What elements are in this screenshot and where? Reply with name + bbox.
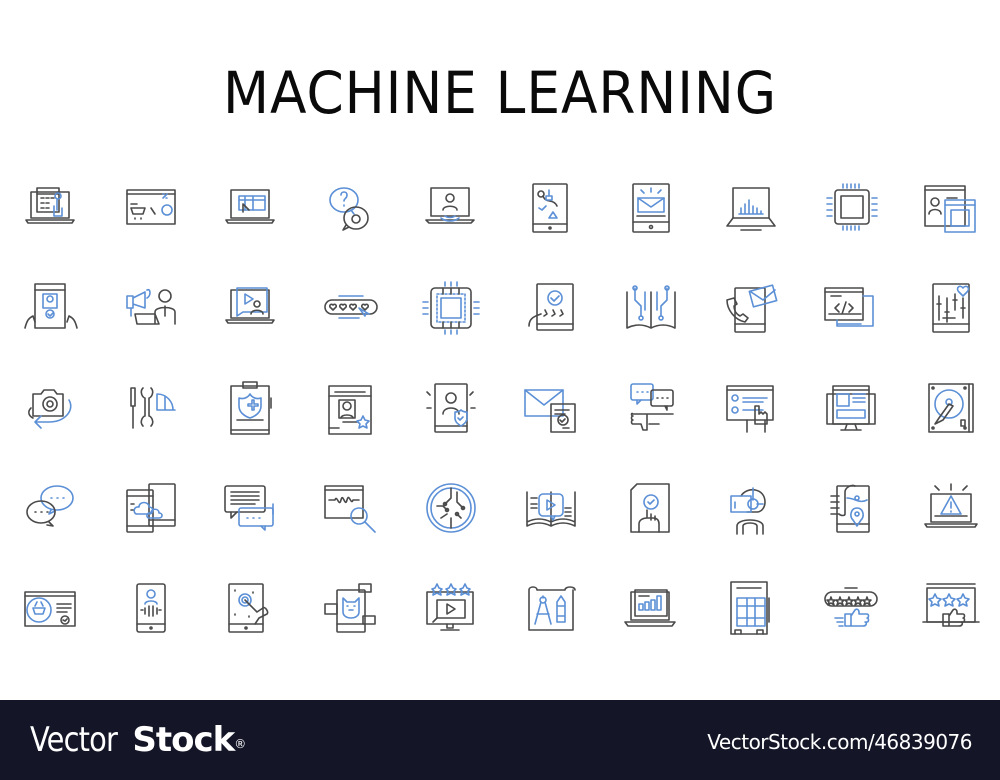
icon-row-2 — [0, 278, 1000, 338]
monitor-webpage-layout-icon — [821, 378, 881, 438]
phones-cloud-sync-icon — [121, 478, 181, 538]
book-video-icon — [521, 478, 581, 538]
profile-card-star-icon — [321, 378, 381, 438]
film-strip-tablet-icon — [721, 578, 781, 638]
tablet-star-rating-check-icon — [521, 278, 581, 338]
presentation-click-icon — [721, 378, 781, 438]
vectorstock-logo: Vector Stock® — [30, 718, 246, 762]
hard-drive-icon — [921, 378, 981, 438]
waveform-search-icon — [321, 478, 381, 538]
laptop-video-tutorial-icon — [221, 278, 281, 338]
clipboard-medical-shield-icon — [221, 378, 281, 438]
vr-headset-user-icon — [721, 478, 781, 538]
tablet-touch-gesture-icon — [221, 578, 281, 638]
blueprint-compass-pencil-icon — [521, 578, 581, 638]
question-answer-chat-icon — [321, 178, 381, 238]
page-title: MACHINE LEARNING — [223, 59, 777, 127]
code-window-icon — [821, 278, 881, 338]
shopping-basket-card-icon — [21, 578, 81, 638]
message-notification-icon — [221, 478, 281, 538]
monitor-video-rating-icon — [421, 578, 481, 638]
screwdriver-wrench-helmet-icon — [121, 378, 181, 438]
board-stars-like-icon — [921, 578, 981, 638]
tablet-equalizer-heart-icon — [921, 278, 981, 338]
tablet-email-notification-icon — [621, 178, 681, 238]
phone-voice-assistant-icon — [121, 578, 181, 638]
heart-rating-bar-icon — [321, 278, 381, 338]
icon-row-5 — [0, 578, 1000, 638]
hand-phone-location-icon — [821, 478, 881, 538]
laptop-calendar-touch-icon — [21, 178, 81, 238]
browser-profile-windows-icon — [921, 178, 981, 238]
tablet-user-security-icon — [421, 378, 481, 438]
registered-mark: ® — [234, 737, 246, 751]
processor-chip-icon — [421, 278, 481, 338]
circuit-circle-icon — [421, 478, 481, 538]
document-touch-approve-icon — [621, 478, 681, 538]
brand-bold-text: Stock — [132, 720, 235, 760]
phone-chatbot-icon — [321, 578, 381, 638]
camera-rotate-icon — [21, 378, 81, 438]
laptop-video-call-icon — [421, 178, 481, 238]
icon-row-4 — [0, 478, 1000, 538]
cpu-chip-icon — [821, 178, 881, 238]
laptop-online-store-icon — [221, 178, 281, 238]
phone-call-email-icon — [721, 278, 781, 338]
stock-image-id: VectorStock.com/46839076 — [707, 730, 972, 754]
icon-row-3 — [0, 378, 1000, 438]
browser-shopping-cart-discount-icon — [121, 178, 181, 238]
laptop-bar-chart-icon — [721, 178, 781, 238]
brand-light-text: Vector — [30, 720, 118, 760]
hands-holding-id-card-icon — [21, 278, 81, 338]
icon-row-1 — [0, 178, 1000, 238]
laptop-growth-chart-icon — [621, 578, 681, 638]
chat-bubbles-icon — [21, 478, 81, 538]
tablet-map-route-icon — [521, 178, 581, 238]
chat-dislike-icon — [621, 378, 681, 438]
five-star-thumbs-up-icon — [821, 578, 881, 638]
email-certificate-icon — [521, 378, 581, 438]
person-megaphone-laptop-icon — [121, 278, 181, 338]
book-circuit-icon — [621, 278, 681, 338]
laptop-warning-icon — [921, 478, 981, 538]
footer-bar: Vector Stock® VectorStock.com/46839076 — [0, 700, 1000, 780]
